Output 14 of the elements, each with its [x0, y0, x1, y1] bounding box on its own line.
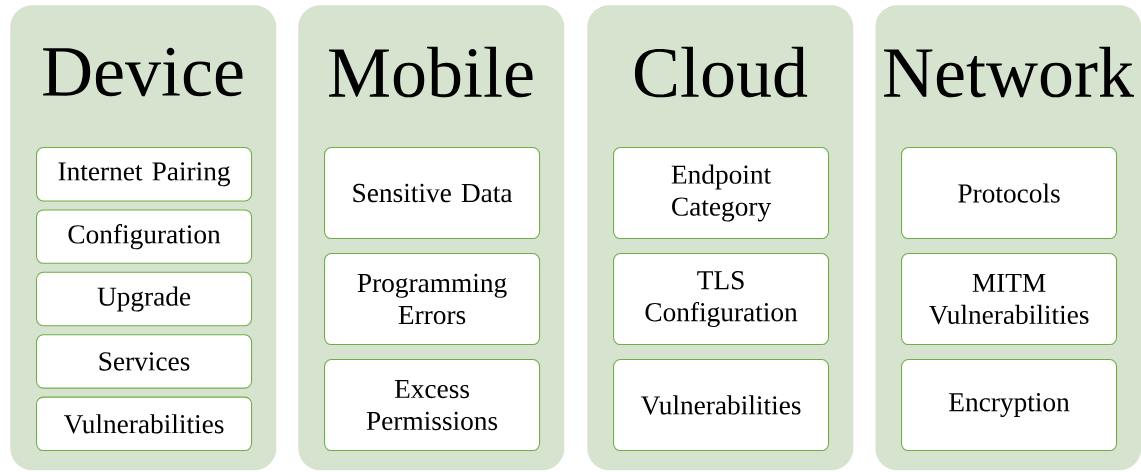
item-box: Services [36, 334, 253, 389]
item-box: Endpoint Category [613, 147, 830, 240]
item-box: Encryption [901, 359, 1118, 452]
item-box: Excess Permissions [324, 359, 541, 452]
item-box: Programming Errors [324, 253, 541, 346]
item-box: Sensitive Data [324, 147, 541, 240]
item-box: Vulnerabilities [613, 359, 830, 452]
item-box: Configuration [36, 209, 253, 264]
item-box: MITM Vulnerabilities [901, 253, 1118, 346]
item-box: Internet Pairing [36, 147, 253, 202]
item-box: TLS Configuration [613, 253, 830, 346]
item-box: Vulnerabilities [36, 396, 253, 452]
item-box: Protocols [901, 147, 1118, 240]
item-box: Upgrade [36, 271, 253, 327]
